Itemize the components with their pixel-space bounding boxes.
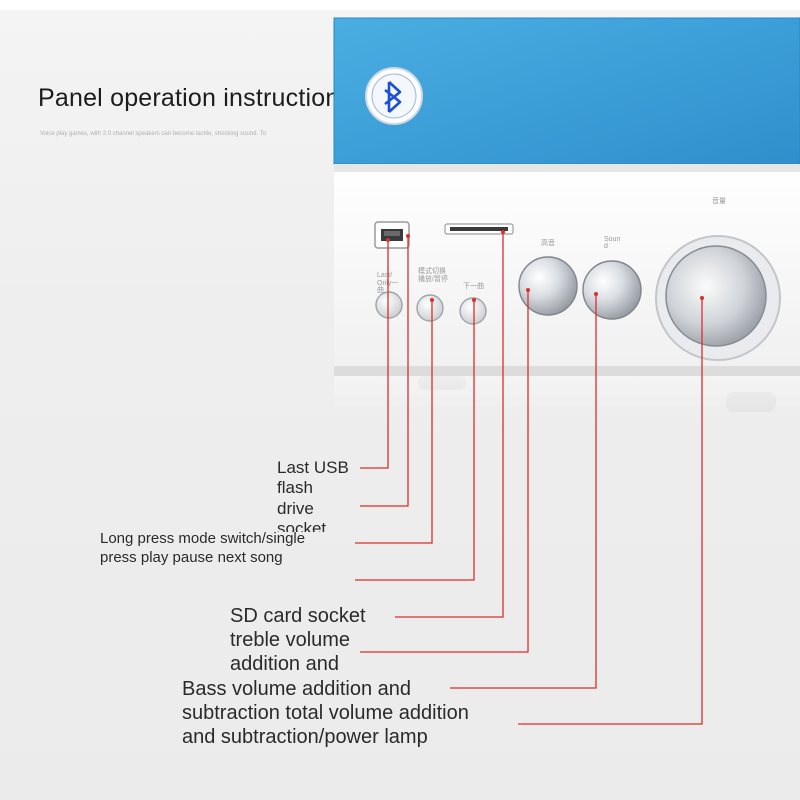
callout-usb: Last USB flash drive socket xyxy=(277,458,349,532)
sd-card-slot[interactable] xyxy=(444,223,514,235)
callout-usb-line: flash xyxy=(277,478,313,498)
volume-knob[interactable] xyxy=(665,245,767,347)
callout-sd: SD card socket treble volume addition an… xyxy=(230,604,366,676)
mode-button-label: 模式切换 播放/暂停 xyxy=(418,268,448,284)
callout-bass: Bass volume addition and subtraction tot… xyxy=(182,677,469,749)
leader-bass xyxy=(450,294,597,689)
leader-next xyxy=(355,300,475,581)
mode-button[interactable] xyxy=(416,294,444,322)
leader-volume xyxy=(518,298,703,725)
callout-bass-line: Bass volume addition and xyxy=(182,678,412,700)
treble-knob[interactable] xyxy=(518,256,578,316)
bluetooth-badge xyxy=(365,67,423,125)
page-title: Panel operation instructions xyxy=(38,84,353,112)
callout-bass-line: and subtraction/power lamp xyxy=(182,726,428,748)
leader-last xyxy=(360,236,409,507)
leader-treble xyxy=(360,290,529,653)
top-white-bar xyxy=(0,0,800,10)
callout-mode-line: press play pause next song xyxy=(100,548,283,566)
callout-mode: Long press mode switch/single press play… xyxy=(100,530,305,568)
next-button[interactable] xyxy=(459,297,487,325)
sound-knob-label: Soun d xyxy=(604,236,621,250)
volume-knob-label: 音量 xyxy=(712,198,726,205)
callout-usb-line: socket xyxy=(277,519,327,533)
leader-sd xyxy=(395,232,504,618)
treble-knob-label: 高音 xyxy=(541,240,555,247)
callout-mode-line: Long press mode switch/single xyxy=(100,530,306,547)
callout-usb-line: Last USB xyxy=(277,458,349,477)
bass-knob[interactable] xyxy=(582,260,642,320)
callout-usb-line: drive xyxy=(277,498,314,518)
callout-sd-line: addition and xyxy=(230,653,339,675)
leader-usb xyxy=(360,240,389,469)
callout-sd-line: SD card socket xyxy=(230,605,366,627)
leader-mode xyxy=(355,300,433,544)
last-button[interactable] xyxy=(375,291,403,319)
next-button-label: 下一曲 xyxy=(463,283,484,290)
callout-bass-line: subtraction total volume addition xyxy=(182,702,469,724)
page-subtitle: Voice play games, with 2.0 channel speak… xyxy=(40,131,267,137)
bluetooth-icon xyxy=(384,81,402,113)
callout-sd-line: treble volume xyxy=(230,629,351,651)
